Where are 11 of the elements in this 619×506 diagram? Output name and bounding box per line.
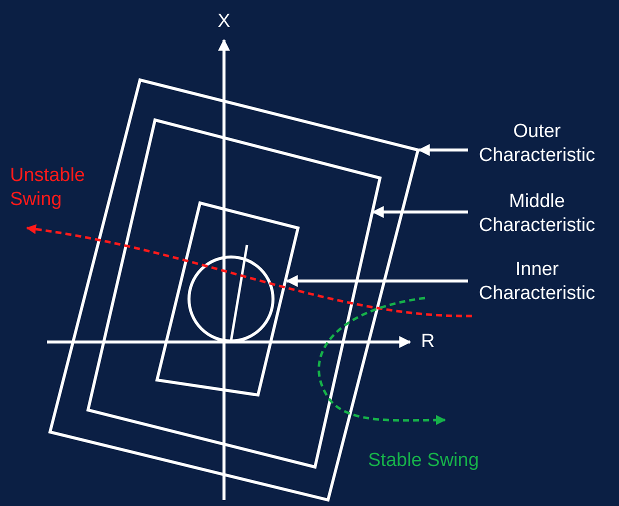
- swing-label: Stable Swing: [368, 449, 480, 473]
- callout-text: Inner Characteristic: [462, 258, 612, 306]
- leader-arrow: [286, 275, 468, 287]
- leader-arrow: [372, 206, 468, 218]
- swing-label: Unstable Swing: [10, 164, 86, 212]
- axis-label: R: [421, 330, 436, 354]
- axis-label: X: [216, 10, 232, 34]
- callout-text: Outer Characteristic: [462, 120, 612, 168]
- leader-arrow: [418, 144, 468, 156]
- characteristic-boundary: [155, 201, 300, 397]
- callout-text: Middle Characteristic: [462, 190, 612, 238]
